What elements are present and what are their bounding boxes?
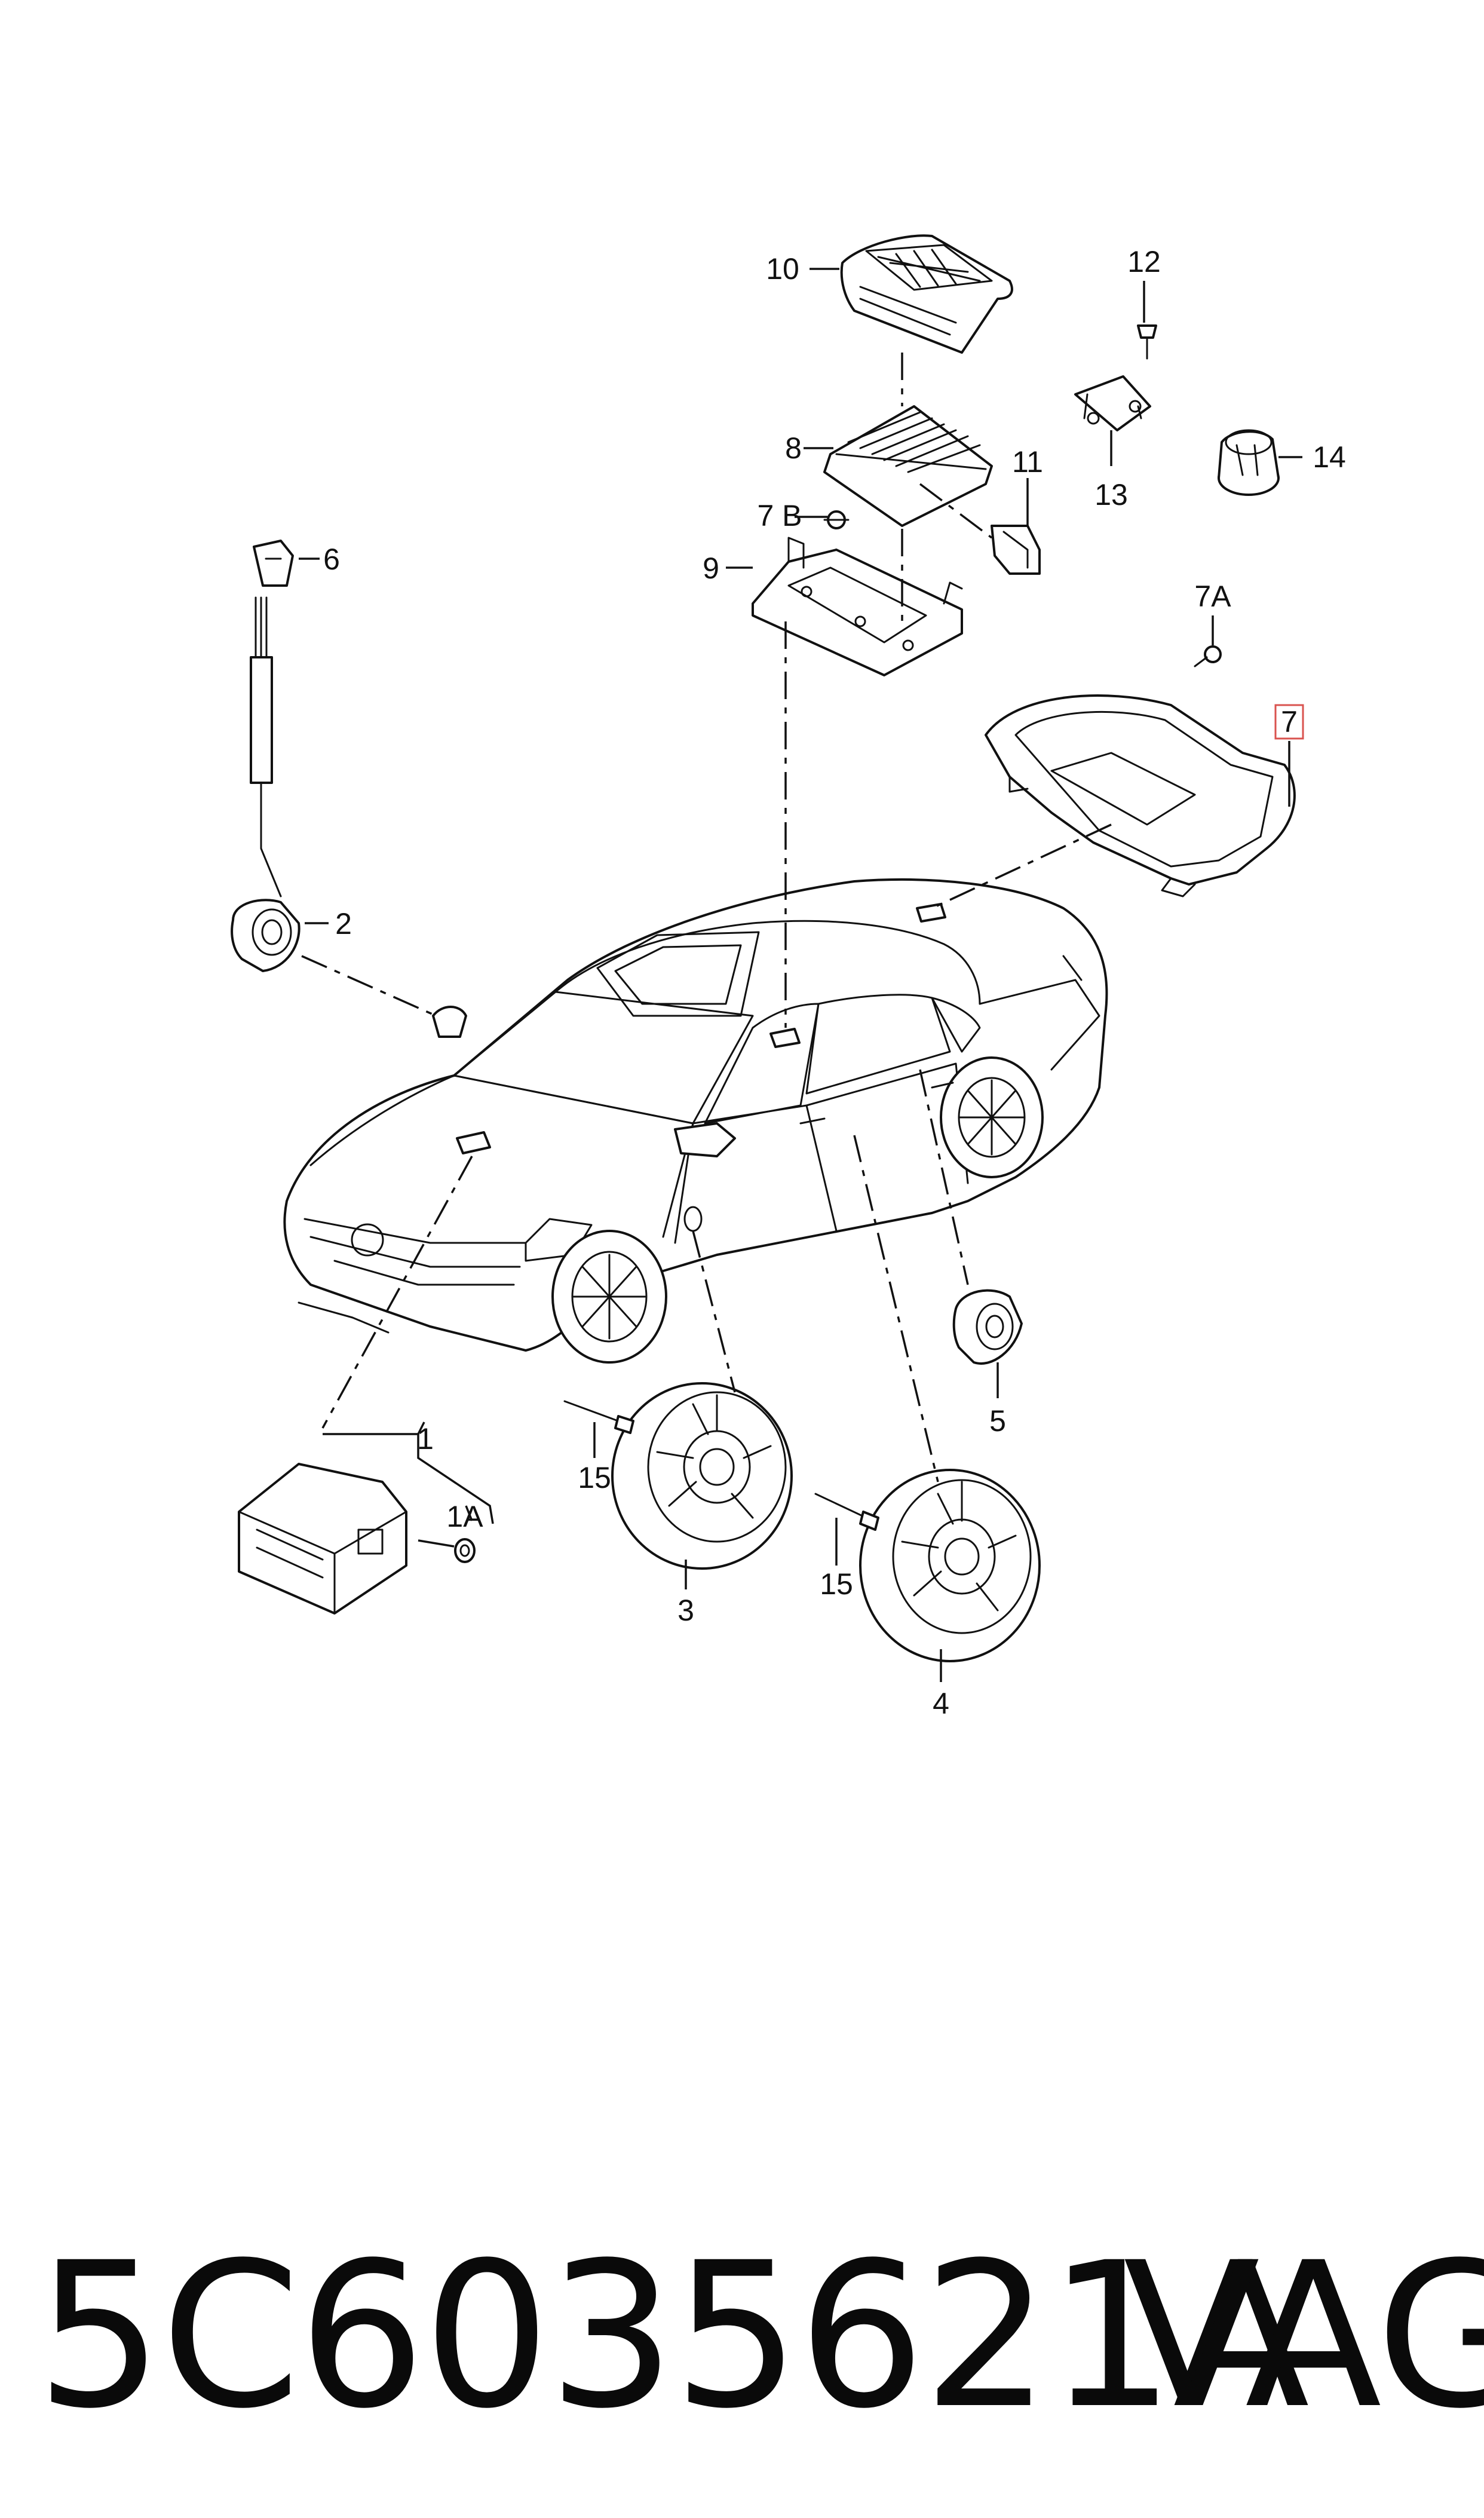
label-3: 3 <box>677 1594 694 1627</box>
label-6: 6 <box>323 543 340 576</box>
label-1: 1 <box>417 1422 434 1456</box>
part-number-text: 5C6035621A <box>36 2220 1310 2453</box>
part-11-clip <box>991 525 1041 575</box>
part-8-amplifier <box>823 405 993 527</box>
label-5: 5 <box>989 1404 1006 1438</box>
label-7-highlight-box <box>1274 704 1304 740</box>
part-7a-screw <box>1194 645 1222 667</box>
part-5-speaker <box>952 1289 1023 1365</box>
label-9: 9 <box>703 552 719 585</box>
label-13: 13 <box>1094 478 1128 511</box>
brand-text: VAG <box>1123 2220 1484 2453</box>
label-15-right: 15 <box>820 1567 853 1601</box>
part-10-cover <box>840 234 1013 354</box>
label-8: 8 <box>785 431 802 465</box>
assembly-dash-lines <box>301 353 1112 1482</box>
label-7a: 7A <box>1194 580 1231 613</box>
label-10: 10 <box>766 252 799 286</box>
part-7-enclosure <box>985 694 1296 897</box>
antenna-rod <box>250 596 282 897</box>
part-15-screw-a <box>563 1400 634 1434</box>
label-14: 14 <box>1313 440 1346 474</box>
part-7b-screw <box>823 510 850 529</box>
label-4: 4 <box>933 1687 949 1720</box>
part-2-tweeter <box>231 899 301 972</box>
label-1a: 1A <box>446 1500 483 1533</box>
part-13-bracket <box>1074 375 1151 431</box>
caption: 5C6035621A VAG <box>36 2211 1484 2474</box>
part-9-bracket <box>752 537 963 676</box>
label-2: 2 <box>335 907 352 941</box>
part-12-screw <box>1137 324 1157 360</box>
label-7b: 7 B <box>757 499 802 532</box>
part-15-screw-b <box>814 1493 879 1531</box>
label-7: 7 <box>1281 705 1298 739</box>
car-illustration <box>283 878 1108 1364</box>
part-14-grommet <box>1218 429 1280 496</box>
label-12: 12 <box>1127 245 1161 278</box>
part-1a-nut <box>454 1538 476 1563</box>
part-1-radio <box>238 1463 407 1615</box>
label-15-left: 15 <box>578 1461 611 1494</box>
part-3-speaker <box>611 1382 793 1570</box>
label-11: 11 <box>1012 445 1043 479</box>
part-4-speaker <box>859 1469 1041 1662</box>
leader-lines <box>299 268 1302 1682</box>
part-6-clip <box>253 540 294 587</box>
callout-labels: 10 8 7 B 9 11 12 13 14 7A 7 6 2 5 15 3 1… <box>323 245 1346 1720</box>
